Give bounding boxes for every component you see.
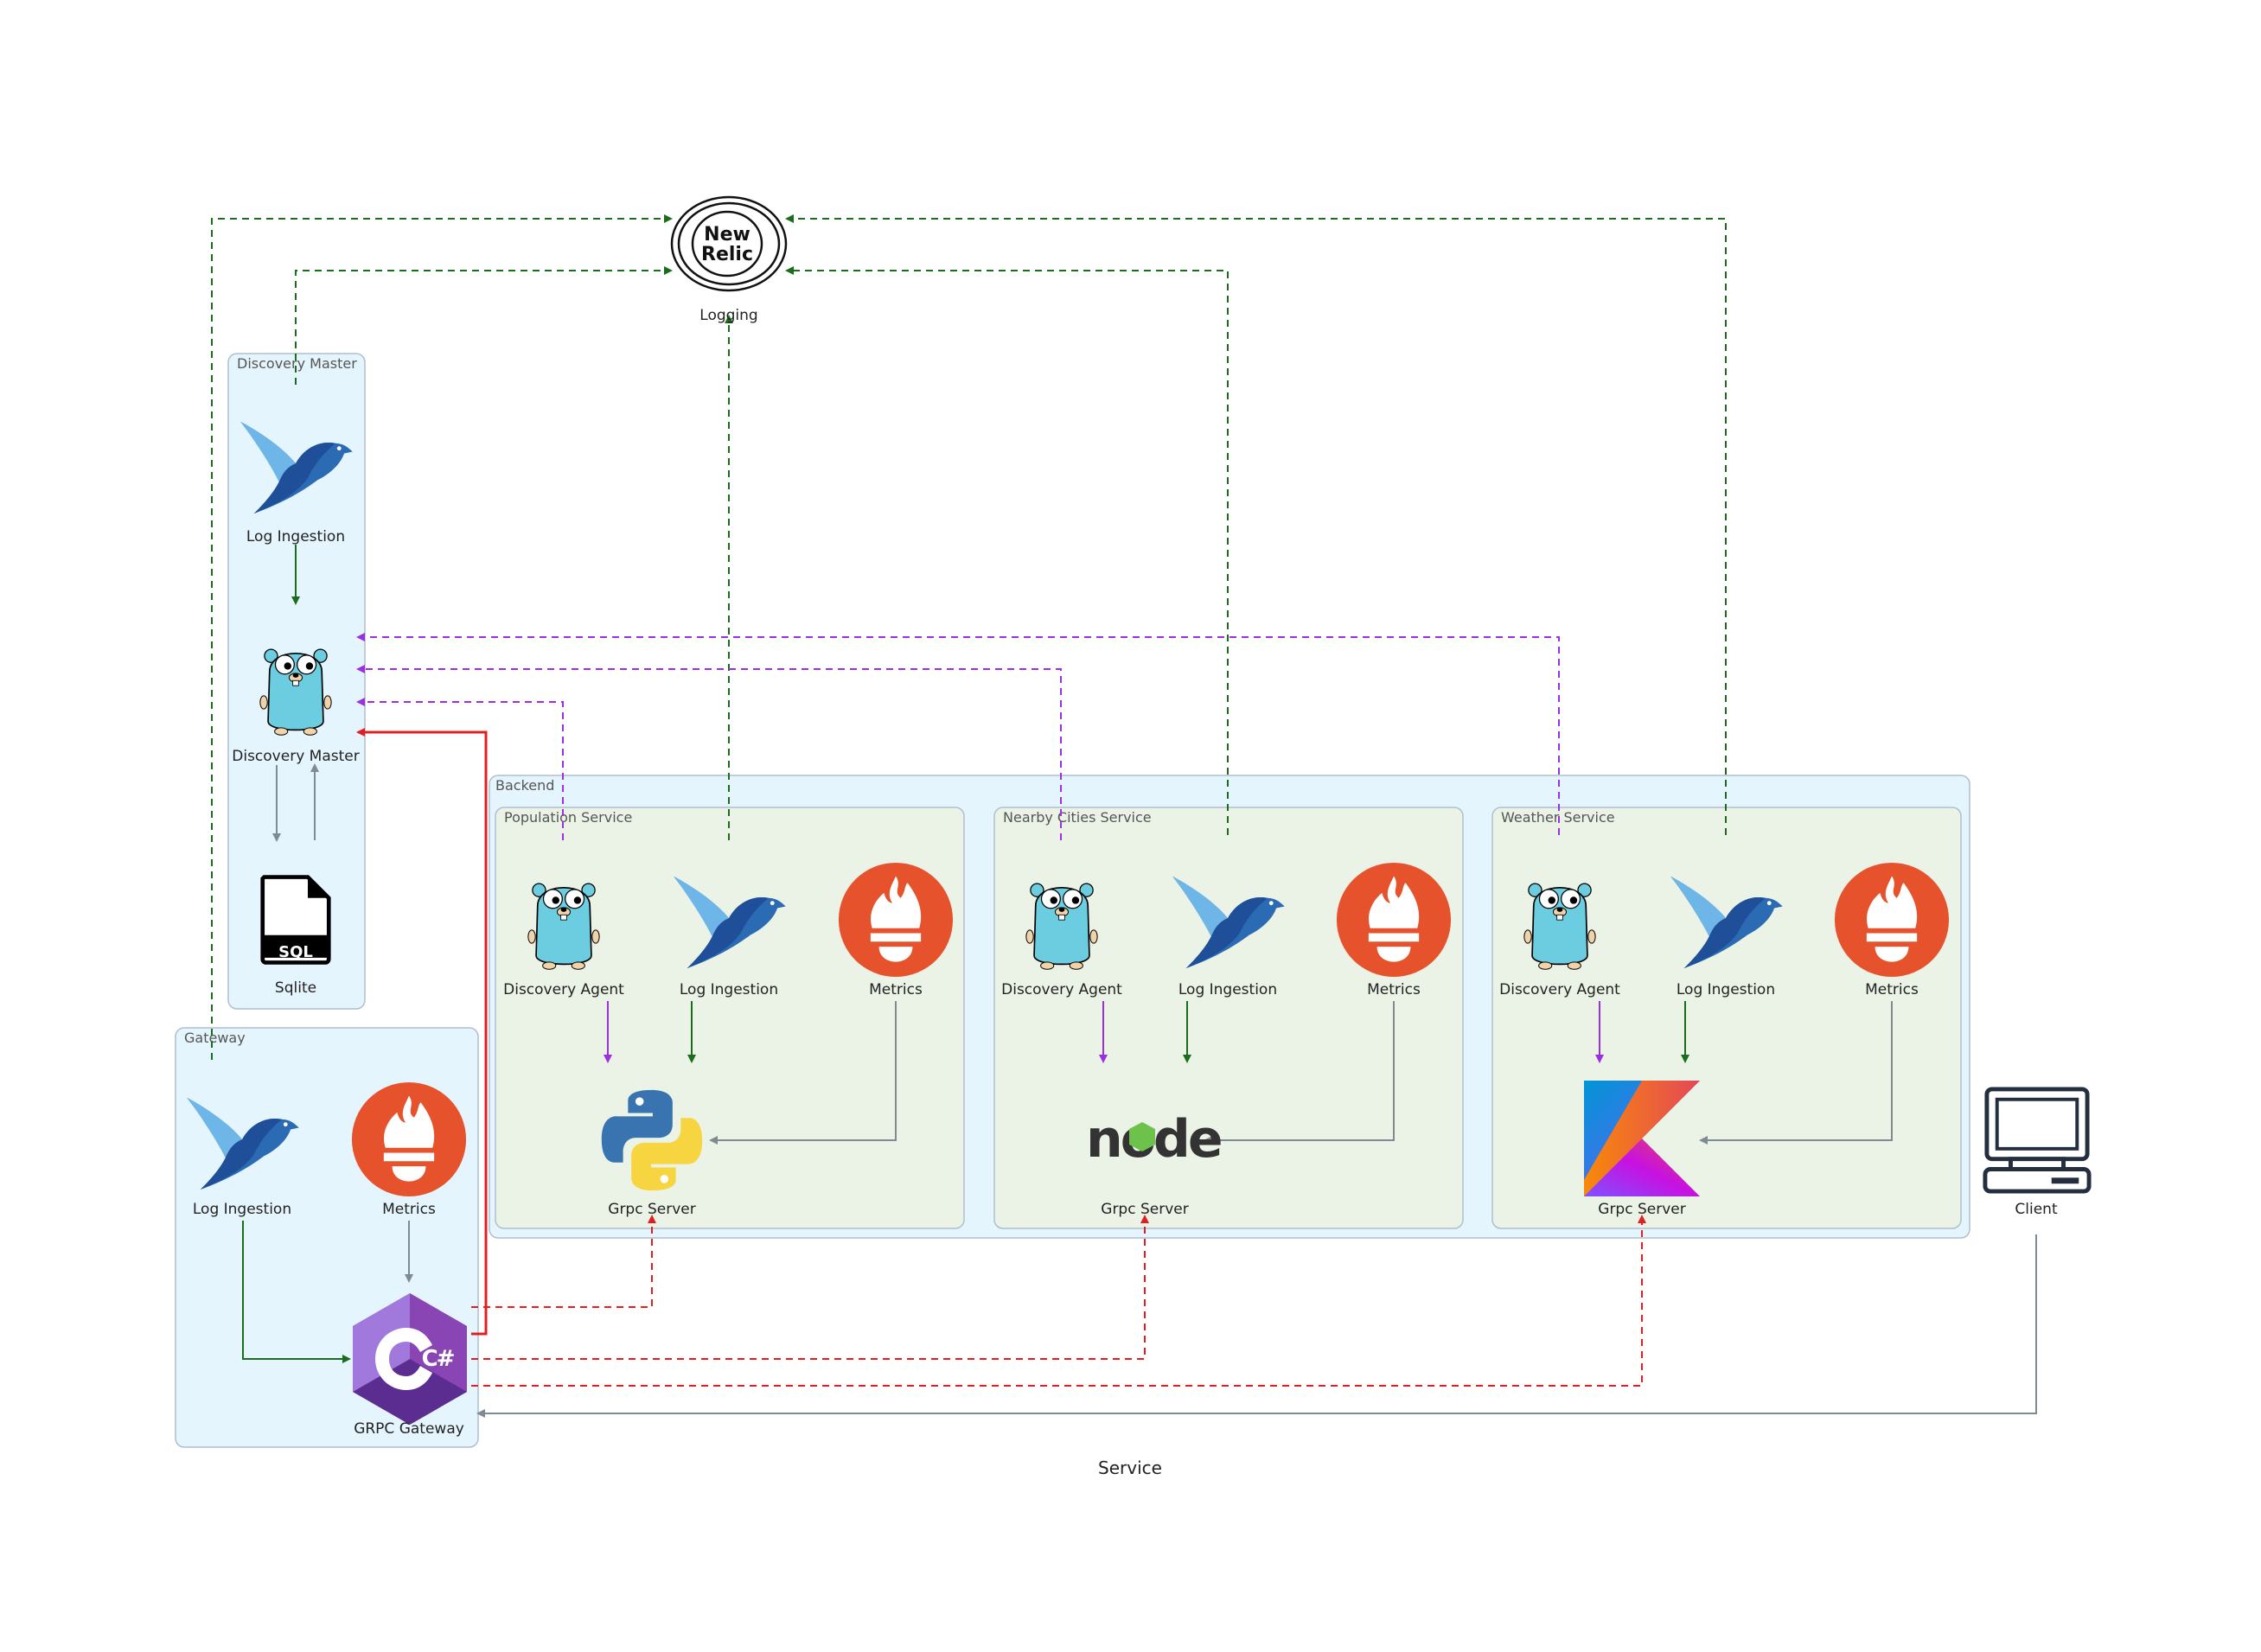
cluster-label-nearby-cities-service: Nearby Cities Service — [1003, 809, 1152, 826]
cluster-label-backend: Backend — [495, 777, 554, 794]
go-gopher-icon — [527, 883, 600, 971]
node-dm-log-ingestion: Log Ingestion — [240, 421, 353, 545]
edge-gateway-to-weather-server — [471, 1215, 1646, 1387]
node-weather-log-ingestion: Log Ingestion — [1670, 876, 1783, 998]
diagram-title: Service — [1098, 1457, 1162, 1478]
nodejs-icon: node — [1086, 1109, 1223, 1170]
edge-client-to-gateway — [476, 1234, 2037, 1418]
node-gw-metrics: Metrics — [351, 1081, 467, 1218]
computer-icon — [1985, 1089, 2089, 1191]
node-label-near-discovery-agent: Discovery Agent — [1001, 981, 1122, 998]
edge-dm-log-to-logging — [295, 266, 673, 385]
edge-pop-metrics-to-server — [709, 1001, 897, 1145]
node-label-gw-metrics: Metrics — [382, 1201, 436, 1218]
node-label-dm-sqlite: Sqlite — [275, 979, 316, 997]
prometheus-icon — [1834, 862, 1950, 978]
edge-weather-agent-to-master — [356, 633, 1560, 835]
node-client: Client — [1985, 1089, 2089, 1218]
node-weather-grpc-server: Grpc Server — [1584, 1081, 1700, 1218]
prometheus-icon — [1336, 862, 1452, 978]
node-near-metrics: Metrics — [1336, 862, 1452, 998]
node-label-near-grpc-server: Grpc Server — [1101, 1201, 1188, 1218]
node-pop-grpc-server: Grpc Server — [601, 1089, 703, 1218]
node-gw-log-ingestion: Log Ingestion — [187, 1097, 299, 1218]
edges-discovery — [356, 633, 1560, 840]
edges-discovery-agent — [604, 1001, 1604, 1063]
node-pop-discovery-agent: Discovery Agent — [503, 883, 624, 998]
node-near-grpc-server: node Grpc Server — [1086, 1109, 1223, 1218]
csharp-logo-text: C# — [422, 1346, 455, 1372]
prometheus-icon — [838, 862, 954, 978]
edge-near-metrics-to-server — [1204, 1001, 1395, 1145]
edge-gateway-to-master — [356, 728, 488, 1336]
go-gopher-icon — [1025, 883, 1098, 971]
node-label-client: Client — [2015, 1201, 2058, 1218]
edge-near-log-to-logging — [785, 266, 1229, 835]
new-relic-logo-text-2: Relic — [701, 244, 753, 265]
sql-badge-text: SQL — [278, 943, 313, 961]
go-gopher-icon — [1523, 883, 1596, 971]
node-label-near-log-ingestion: Log Ingestion — [1178, 981, 1277, 998]
edge-gateway-to-near-server — [471, 1215, 1149, 1360]
edges-grpc — [356, 728, 1646, 1387]
node-label-weather-metrics: Metrics — [1865, 981, 1919, 998]
new-relic-icon: New Relic — [670, 195, 788, 292]
node-dm-sqlite: SQL Sqlite — [263, 877, 329, 997]
node-near-log-ingestion: Log Ingestion — [1172, 876, 1285, 998]
node-label-gw-log-ingestion: Log Ingestion — [193, 1201, 291, 1218]
node-logging: New Relic Logging — [670, 195, 788, 324]
node-label-pop-grpc-server: Grpc Server — [608, 1201, 695, 1218]
new-relic-logo-text-1: New — [704, 224, 750, 246]
edges-logging — [211, 214, 1727, 1060]
edges-log-ingestion — [242, 545, 1689, 1363]
edge-gateway-log-to-logging — [211, 214, 673, 1060]
cluster-label-population-service: Population Service — [504, 809, 632, 826]
edge-near-agent-to-master — [356, 665, 1062, 840]
edge-gw-log-to-gateway — [242, 1221, 351, 1363]
edges-metrics — [272, 763, 2037, 1418]
node-weather-metrics: Metrics — [1834, 862, 1950, 998]
node-label-pop-discovery-agent: Discovery Agent — [503, 981, 624, 998]
node-label-weather-log-ingestion: Log Ingestion — [1677, 981, 1775, 998]
node-weather-discovery-agent: Discovery Agent — [1499, 883, 1620, 998]
node-label-gw-grpc-gateway: GRPC Gateway — [354, 1420, 464, 1438]
node-pop-log-ingestion: Log Ingestion — [674, 876, 786, 998]
cluster-label-weather-service: Weather Service — [1501, 809, 1615, 826]
cluster-label-discovery-master: Discovery Master — [237, 355, 357, 372]
node-label-pop-metrics: Metrics — [869, 981, 923, 998]
node-near-discovery-agent: Discovery Agent — [1001, 883, 1122, 998]
go-gopher-icon — [259, 648, 332, 737]
node-label-logging: Logging — [699, 307, 757, 324]
node-label-pop-log-ingestion: Log Ingestion — [680, 981, 778, 998]
node-label-weather-grpc-server: Grpc Server — [1598, 1201, 1685, 1218]
node-dm-discovery-master: Discovery Master — [232, 648, 360, 765]
node-label-dm-log-ingestion: Log Ingestion — [246, 528, 345, 545]
node-label-dm-discovery-master: Discovery Master — [232, 748, 359, 765]
node-label-weather-discovery-agent: Discovery Agent — [1499, 981, 1620, 998]
node-gw-grpc-gateway: C# GRPC Gateway — [353, 1293, 467, 1438]
edge-pop-agent-to-master — [356, 698, 564, 840]
prometheus-icon — [351, 1081, 467, 1197]
node-pop-metrics: Metrics — [838, 862, 954, 998]
edge-weather-log-to-logging — [785, 214, 1727, 835]
node-label-near-metrics: Metrics — [1367, 981, 1421, 998]
edge-weather-metrics-to-server — [1699, 1001, 1893, 1145]
cluster-label-gateway: Gateway — [184, 1030, 246, 1046]
